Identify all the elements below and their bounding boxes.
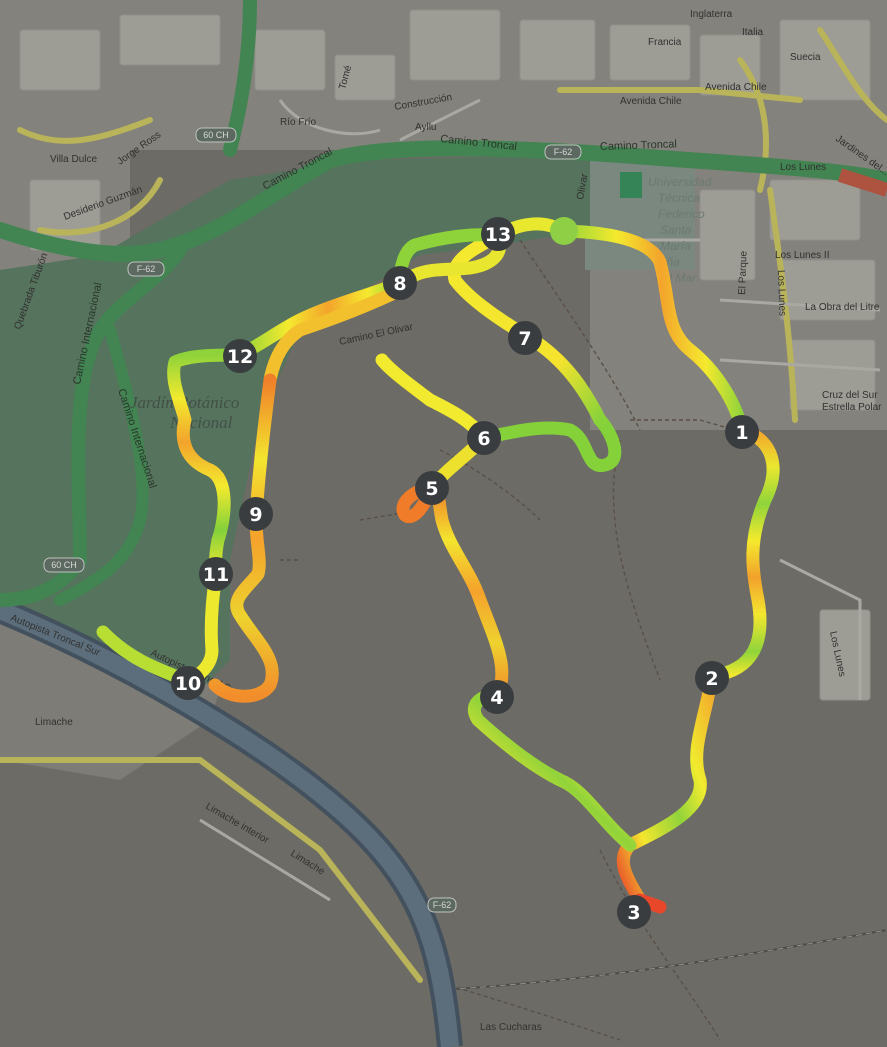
waypoint-marker-circle xyxy=(617,895,651,929)
waypoint-number: 1 xyxy=(735,422,748,444)
track-6-to-7-loop xyxy=(477,413,622,472)
minor-streets xyxy=(199,98,881,902)
label-suecia: Suecia xyxy=(790,52,821,63)
track-6-spur xyxy=(375,353,491,445)
waypoint-marker-7[interactable]: 7 xyxy=(508,321,542,355)
waypoint-marker-circle xyxy=(223,339,257,373)
waypoint-number: 12 xyxy=(227,346,253,368)
waypoint-number: 5 xyxy=(425,478,438,500)
waypoint-number: 2 xyxy=(705,668,718,690)
label-los-lunes-ii: Los Lunes II xyxy=(775,250,829,261)
waypoint-marker-13[interactable]: 13 xyxy=(481,217,515,251)
waypoint-marker-10[interactable]: 10 xyxy=(171,666,205,700)
route-shield-f62-top: F-62 xyxy=(544,144,582,160)
label-limache: Limache xyxy=(35,717,73,728)
waypoint-marker-12[interactable]: 12 xyxy=(223,339,257,373)
label-villa-dulce: Villa Dulce xyxy=(50,154,97,165)
waypoint-number: 11 xyxy=(203,564,229,586)
track-12-to-11 xyxy=(167,348,247,581)
label-las-cucharas: Las Cucharas xyxy=(480,1022,542,1033)
waypoint-number: 9 xyxy=(249,504,262,526)
label-avenida-chile: Avenida Chile xyxy=(620,96,682,107)
waypoint-number: 10 xyxy=(175,673,201,695)
track-8-to-9-parallel xyxy=(263,283,407,387)
label-los-lunes: Los Lunes xyxy=(775,270,788,317)
autopista-troncal-sur-inner xyxy=(0,601,459,1047)
label-rio-frio: Río Frío xyxy=(280,117,317,128)
shield-label: F-62 xyxy=(554,147,573,157)
track-7 xyxy=(447,229,607,427)
waypoint-marker-circle xyxy=(467,421,501,455)
gps-track xyxy=(96,217,780,914)
track-2-to-3 xyxy=(616,669,719,907)
waypoint-marker-9[interactable]: 9 xyxy=(239,497,273,531)
waypoint-marker-circle xyxy=(725,415,759,449)
label-inglaterra: Inglaterra xyxy=(690,9,733,20)
route-shield-f62-left: F-62 xyxy=(127,261,165,277)
shield-label: 60 CH xyxy=(203,130,229,140)
label-el-parque: El Parque xyxy=(737,250,750,295)
shield-label: F-62 xyxy=(433,900,452,910)
shield-label: 60 CH xyxy=(51,560,77,570)
track-start-to-1 xyxy=(555,224,749,437)
label-los-lunes: Los Lunes xyxy=(780,162,826,173)
waypoint-marker-circle xyxy=(171,666,205,700)
label-olivar: Olivar xyxy=(575,172,590,200)
track-3-to-4 xyxy=(467,688,637,852)
waypoint-number: 4 xyxy=(490,687,503,709)
railway-ties xyxy=(439,929,887,991)
waypoint-marker-circle xyxy=(415,471,449,505)
waypoint-marker-circle xyxy=(508,321,542,355)
waypoint-marker-circle xyxy=(383,266,417,300)
waypoint-marker-11[interactable]: 11 xyxy=(199,557,233,591)
waypoint-marker-6[interactable]: 6 xyxy=(467,421,501,455)
secondary-roads xyxy=(0,27,887,983)
dirt-trails xyxy=(280,239,771,1041)
waypoint-number: 3 xyxy=(627,902,640,924)
road-red-segment xyxy=(837,168,887,197)
waypoint-marker-circle xyxy=(695,661,729,695)
waypoint-marker-2[interactable]: 2 xyxy=(695,661,729,695)
waypoint-marker-circle xyxy=(199,557,233,591)
label-camino-troncal: Camino Troncal xyxy=(600,138,677,153)
university-line: María xyxy=(660,239,691,253)
waypoint-number: 6 xyxy=(477,428,490,450)
track-9-to-10 xyxy=(208,373,279,703)
label-ayllu: Ayllu xyxy=(415,122,437,133)
route-shield-60ch-top: 60 CH xyxy=(195,127,237,143)
city-blocks xyxy=(19,9,876,701)
track-1-to-2 xyxy=(705,423,780,683)
university-line: Santa xyxy=(660,223,692,237)
route-shield-60ch-left: 60 CH xyxy=(43,557,85,573)
waypoint-number: 7 xyxy=(518,328,531,350)
label-italia: Italia xyxy=(742,27,764,38)
label-estrella: Estrella Polar xyxy=(822,402,882,413)
waypoint-marker-circle xyxy=(239,497,273,531)
waypoint-marker-5[interactable]: 5 xyxy=(415,471,449,505)
label-la-obra: La Obra del Litre xyxy=(805,302,880,313)
waypoint-marker-circle xyxy=(481,217,515,251)
waypoint-marker-4[interactable]: 4 xyxy=(480,680,514,714)
university-line: Universidad xyxy=(648,175,712,189)
waypoint-marker-3[interactable]: 3 xyxy=(617,895,651,929)
route-shield-f62-bottom: F-62 xyxy=(427,897,457,913)
university-line: Técnica xyxy=(658,191,700,205)
waypoint-marker-1[interactable]: 1 xyxy=(725,415,759,449)
label-francia: Francia xyxy=(648,37,682,48)
label-avenida-chile: Avenida Chile xyxy=(705,82,767,93)
shield-label: F-62 xyxy=(137,264,156,274)
waypoint-number: 13 xyxy=(485,224,511,246)
waypoint-number: 8 xyxy=(393,273,406,295)
sports-field xyxy=(620,172,642,198)
track-8-to-12 xyxy=(233,276,407,362)
label-cruz-del-sur: Cruz del Sur xyxy=(822,390,878,401)
waypoint-marker-circle xyxy=(480,680,514,714)
university-line: Federico xyxy=(658,207,705,221)
waypoint-marker-8[interactable]: 8 xyxy=(383,266,417,300)
start-point-dot[interactable] xyxy=(550,217,578,245)
